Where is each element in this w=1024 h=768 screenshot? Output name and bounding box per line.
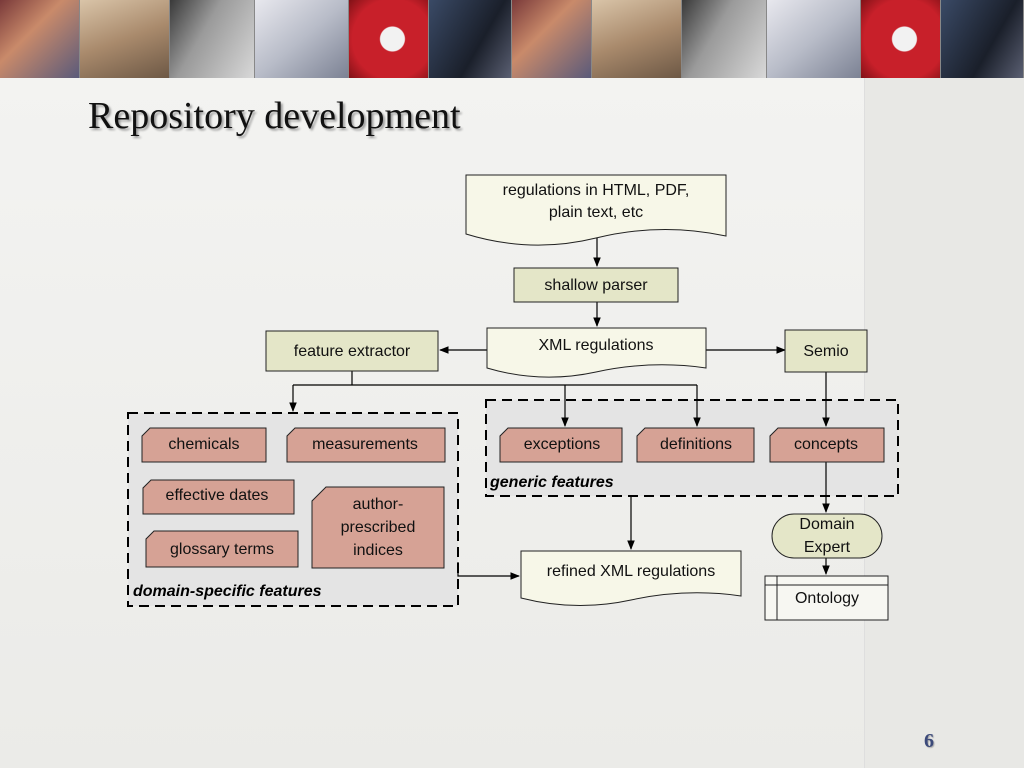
banner-image-monitor-2 [941,0,1024,78]
glossary-terms-label: glossary terms [170,541,274,558]
banner-image-bridge-2 [512,0,592,78]
xml-label: XML regulations [538,337,653,354]
semio-node: Semio [784,329,868,373]
generic-group-label: generic features [489,474,614,491]
chemicals-card: chemicals [141,427,267,463]
banner-image-keyboard [79,0,170,78]
chemicals-label: chemicals [168,436,239,453]
concepts-label: concepts [794,436,858,453]
measurements-label: measurements [312,436,418,453]
xml-regulations-node: XML regulations [486,327,707,378]
banner-image-wheelchair-2 [681,0,767,78]
source-document-node: regulations in HTML, PDF, plain text, et… [465,174,727,246]
banner-image-bridge [0,0,80,78]
refined-label: refined XML regulations [547,563,715,580]
header-banner [0,0,1024,78]
definitions-label: definitions [660,436,732,453]
page-number: 6 [924,730,934,752]
measurements-card: measurements [286,427,446,463]
domain-expert-node: Domain Expert [771,513,883,559]
semio-label: Semio [803,343,848,360]
edge-domain-to-refined [457,562,520,580]
author-indices-card: author- prescribed indices [311,486,445,569]
expert-label-line1: Domain [799,516,854,533]
edges [289,236,830,580]
glossary-terms-card: glossary terms [145,530,299,568]
indices-label-line2: prescribed [341,519,416,536]
parser-label: shallow parser [544,277,648,294]
indices-label-line1: author- [353,496,404,513]
expert-label-line2: Expert [804,539,851,556]
indices-label-line3: indices [353,542,403,559]
banner-image-keyboard-2 [591,0,682,78]
banner-image-monitor [429,0,512,78]
feature-extractor-node: feature extractor [265,330,439,372]
slide-title: Repository development [88,95,461,137]
exceptions-card: exceptions [499,427,623,463]
effective-dates-card: effective dates [142,479,295,515]
source-label-line2: plain text, etc [549,204,643,221]
concepts-card: concepts [769,427,885,463]
ontology-node: Ontology [764,575,889,621]
banner-image-mouse-2 [766,0,862,78]
refined-xml-node: refined XML regulations [520,550,742,607]
banner-image-mouse [254,0,350,78]
banner-image-logo-2 [861,0,942,78]
banner-image-logo [349,0,430,78]
exceptions-label: exceptions [524,436,601,453]
ontology-label: Ontology [795,590,859,607]
definitions-card: definitions [636,427,755,463]
shallow-parser-node: shallow parser [513,267,679,303]
banner-image-wheelchair [169,0,255,78]
domain-group-label: domain-specific features [133,583,322,600]
extractor-label: feature extractor [294,343,411,360]
effective-dates-label: effective dates [166,487,269,504]
source-label-line1: regulations in HTML, PDF, [503,182,690,199]
